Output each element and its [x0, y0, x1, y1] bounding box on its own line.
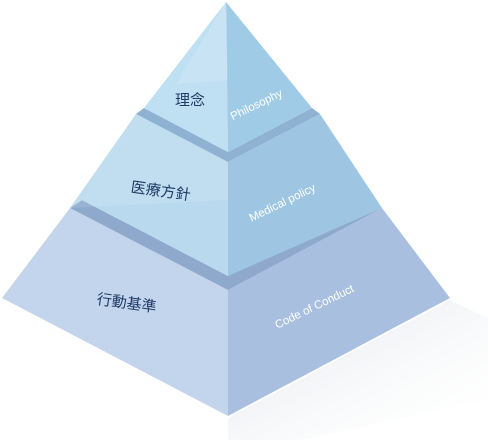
- tier-middle-left-face: [70, 114, 228, 276]
- tier-top-left-face: [144, 2, 228, 152]
- tier-base-right-face: [228, 208, 450, 416]
- tier-middle: [70, 108, 382, 276]
- tier-top-right-face: [226, 2, 312, 152]
- pyramid-shadow: [228, 300, 488, 440]
- tier-top-highlight: [176, 2, 228, 84]
- tier-top: [144, 2, 312, 152]
- tier-middle-highlight: [70, 114, 228, 208]
- tier-base: [2, 200, 450, 416]
- tier-top-label-jp: 理念: [175, 91, 205, 109]
- tier-middle-right-face: [228, 114, 382, 276]
- tier-base-left-face: [2, 208, 228, 416]
